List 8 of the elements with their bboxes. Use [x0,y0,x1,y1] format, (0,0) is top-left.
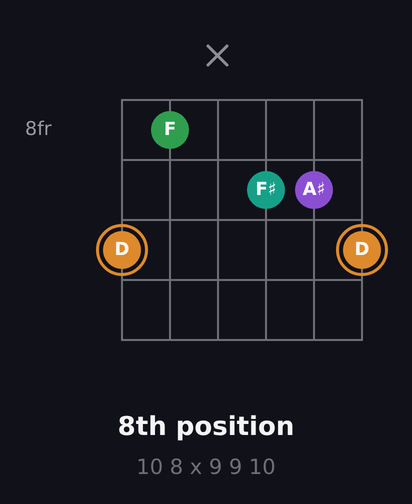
fret-number-label: 8fr [25,119,52,141]
root-note-dot: D [96,224,148,276]
note-dot: F♯ [247,171,285,209]
root-note-dot: D [336,224,388,276]
fingering-caption: 10 8 x 9 9 10 [136,455,276,480]
chord-title: 8th position [118,413,294,443]
note-dot: A♯ [295,171,333,209]
note-dot: F [151,111,189,149]
